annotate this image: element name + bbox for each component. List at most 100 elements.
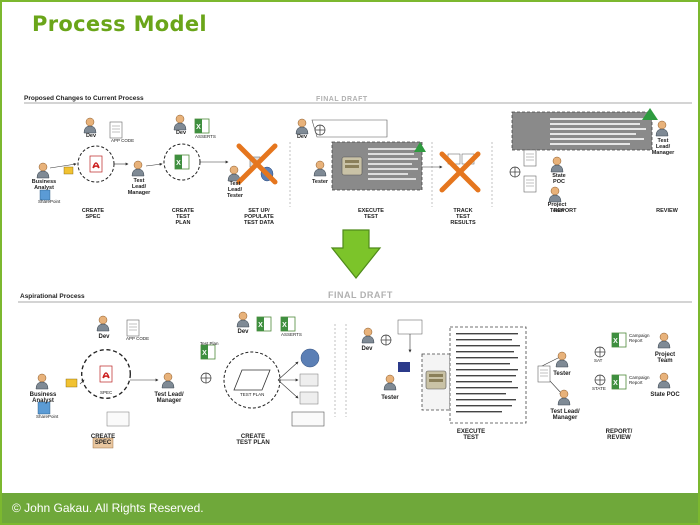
data-docs-icon-2	[299, 391, 319, 405]
state-poc-icon-b	[657, 372, 671, 389]
top-stage-create-spec: CREATE SPEC	[81, 208, 105, 220]
top-actor-dev-2: Dev	[175, 130, 187, 136]
database-icon	[300, 348, 320, 368]
top-create-test-plan-cycle	[163, 143, 201, 181]
top-actor-state-poc: State POC	[552, 173, 566, 185]
app-code-doc-icon-b	[126, 319, 140, 337]
bottom-label-sat: SAT	[594, 358, 603, 363]
bottom-actor-dev: Dev	[98, 334, 110, 340]
top-doc-app-code: APP CODE	[111, 138, 135, 143]
merge-icon-b4	[594, 374, 606, 386]
top-doc-asserts: ASSERTS	[195, 134, 216, 139]
project-team-icon-b	[657, 332, 671, 349]
top-actor-project-team: Project Team	[547, 202, 567, 214]
top-section-heading: Proposed Changes to Current Process	[24, 95, 144, 102]
sharepoint-icon	[39, 189, 51, 201]
bottom-section-heading: Aspirational Process	[20, 293, 85, 300]
bottom-stage-report-review: REPORT/ REVIEW	[605, 429, 633, 442]
app-code-doc-icon	[109, 121, 123, 139]
merge-icon-b3	[594, 346, 606, 358]
signoff-icon	[92, 437, 114, 449]
top-stage-setup-data: SET UP/ POPULATE TEST DATA	[243, 208, 275, 226]
bottom-actor-test-lead-2: Test Lead/ Manager	[550, 409, 580, 422]
top-actor-dev-3: Dev	[296, 134, 308, 140]
test-plan-xls-icon-b	[200, 344, 216, 360]
reviewer-icon	[655, 120, 669, 137]
top-stage-report: REPORT	[553, 208, 577, 214]
top-setup-data-group	[227, 146, 275, 182]
bottom-create-test-plan-cycle	[223, 351, 281, 409]
state-poc-icon	[550, 156, 564, 173]
sharepoint-icon-b	[37, 401, 51, 415]
top-track-results-group	[442, 154, 478, 190]
green-triangle-icon-2	[642, 108, 658, 120]
dev-icon	[83, 117, 97, 134]
top-stage-track-results: TRACK TEST RESULTS	[450, 208, 476, 226]
bug-report-doc-icon	[537, 365, 551, 383]
test-server-icon-b	[425, 370, 447, 390]
tester-icon-b2	[555, 351, 569, 368]
asserts-icon-b2	[280, 316, 296, 332]
bottom-doc-campaign-report: Campaign Report	[629, 333, 650, 343]
removed-step-cross-icon	[239, 146, 275, 182]
bottom-doc-campaign-report-2: Campaign Report	[629, 375, 650, 385]
top-actor-test-lead: Test Lead/ Manager	[127, 178, 151, 196]
bottom-stage-create-test-plan: CREATE TEST PLAN	[236, 434, 270, 447]
sharepoint-folder-icon-b	[65, 378, 78, 388]
bottom-actor-tester-2: Tester	[553, 371, 571, 377]
transition-arrow-icon	[330, 229, 382, 279]
merge-icon	[314, 124, 326, 136]
bottom-actor-state-poc: State POC	[650, 392, 680, 398]
bottom-doc-test-plan-2: TEST PLAN	[240, 392, 265, 397]
top-actor-test-lead-2: Test Lead/ Tester	[226, 181, 244, 199]
top-stage-dividers	[289, 142, 493, 207]
bottom-actor-project-team: Project Team	[654, 352, 676, 365]
top-create-spec-cycle	[77, 145, 115, 183]
top-draft-watermark: FINAL DRAFT	[316, 96, 368, 103]
bottom-doc-asserts: ASSERTS	[281, 332, 302, 337]
merge-icon-2	[509, 166, 521, 178]
green-triangle-icon	[414, 142, 426, 152]
bottom-stage-execute-test: EXECUTE TEST	[456, 429, 486, 442]
business-analyst-icon-b	[35, 373, 49, 390]
test-server-icon	[341, 156, 363, 176]
project-team-icon	[548, 186, 562, 203]
top-actor-sharepoint: SharePoint	[38, 199, 61, 204]
campaign-report-icon	[611, 332, 627, 348]
bottom-actor-dev-3: Dev	[361, 346, 373, 352]
dev-icon-b	[96, 315, 110, 332]
bottom-draft-watermark: FINAL DRAFT	[328, 290, 393, 300]
merge-icon-b	[200, 372, 212, 384]
top-stage-create-test-plan: CREATE TEST PLAN	[171, 208, 195, 226]
test-lead-icon-b	[161, 372, 175, 389]
page-title: Process Model	[32, 12, 207, 36]
top-actor-reviewer: Test Lead/ Manager	[651, 138, 675, 156]
sharepoint-folder-icon	[63, 166, 74, 175]
merge-icon-b2	[380, 334, 392, 346]
spec-note-box	[106, 411, 130, 427]
campaign-report-doc-icon	[523, 149, 537, 167]
top-actor-dev: Dev	[85, 133, 97, 139]
top-actor-business-analyst: Business Analyst	[31, 179, 57, 191]
task-icon	[398, 362, 410, 372]
dev-icon-b3	[361, 327, 375, 344]
top-stage-review: REVIEW	[656, 208, 678, 214]
bottom-actor-sharepoint: SharePoint	[36, 414, 59, 419]
campaign-report-icon-2	[611, 374, 627, 390]
bottom-actor-dev-2: Dev	[237, 329, 249, 335]
asserts-icon	[194, 118, 210, 134]
bottom-doc-test-plan: Test Plan	[200, 341, 219, 346]
business-analyst-icon	[36, 162, 50, 179]
data-docs-icon	[299, 373, 319, 387]
test-lead-icon	[131, 160, 145, 177]
bottom-doc-spec: SPEC	[100, 390, 113, 395]
bottom-actor-business-analyst: Business Analyst	[29, 392, 57, 405]
tester-icon-b	[383, 374, 397, 391]
asserts-icon-b	[256, 316, 272, 332]
test-lead-icon-b2	[557, 389, 571, 406]
code-note-box	[397, 319, 423, 335]
bottom-actor-tester: Tester	[381, 395, 399, 401]
tester-icon	[313, 160, 327, 177]
